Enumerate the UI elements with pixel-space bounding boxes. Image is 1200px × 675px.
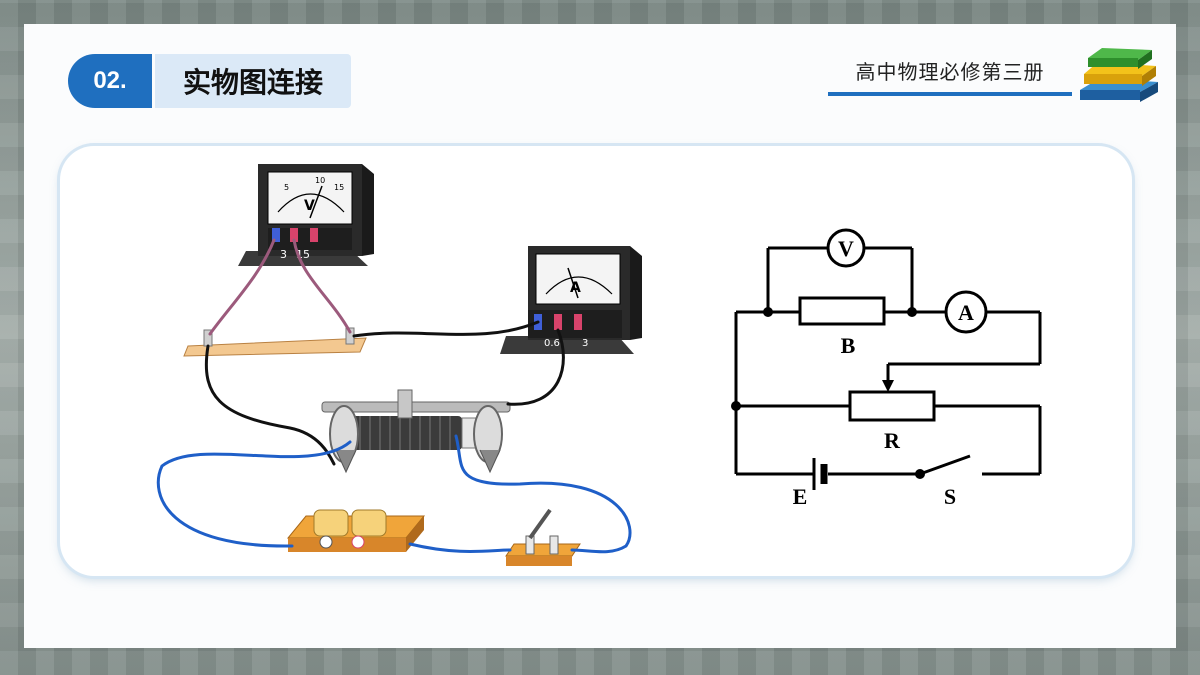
wire-voltmeter-to-resistor bbox=[292, 238, 352, 334]
voltmeter-scale-label: 15 bbox=[334, 183, 344, 192]
schematic-resistor-b bbox=[798, 296, 886, 326]
junction-dot bbox=[731, 401, 741, 411]
schematic-nodes bbox=[731, 307, 925, 479]
wire-resistor-to-rheostat bbox=[204, 344, 336, 466]
slider-arrow-head bbox=[882, 380, 894, 392]
rheostat-device bbox=[321, 389, 511, 474]
switch-pivot-dot bbox=[915, 469, 925, 479]
voltmeter-symbol: V bbox=[304, 198, 315, 214]
junction-dot bbox=[907, 307, 917, 317]
resistor-board bbox=[183, 327, 367, 357]
rheostat-slider bbox=[397, 389, 413, 419]
voltmeter-15v-terminal bbox=[310, 228, 318, 242]
label-rheostat: R bbox=[884, 428, 901, 453]
label-voltmeter: V bbox=[838, 236, 854, 261]
voltmeter-terminal-label: 3 bbox=[280, 248, 287, 261]
course-title: 高中物理必修第三册 bbox=[855, 60, 1045, 84]
switch-blade bbox=[919, 454, 971, 476]
voltmeter-device: 5 10 15 V 3 15 bbox=[238, 164, 374, 266]
ammeter-terminal-label: 0.6 bbox=[544, 338, 560, 349]
ammeter-symbol: A bbox=[570, 280, 581, 296]
ammeter-06-terminal bbox=[554, 314, 562, 330]
ammeter-device: A 0.6 3 bbox=[500, 246, 642, 354]
wire-resistor-to-ammeter bbox=[352, 320, 540, 338]
wire-rheostat-to-switch bbox=[454, 434, 632, 554]
schematic-rheostat bbox=[848, 390, 936, 422]
wire-battery-to-switch bbox=[408, 542, 512, 553]
voltmeter-scale-label: 10 bbox=[315, 176, 325, 185]
battery-holder bbox=[286, 509, 426, 552]
label-switch: S bbox=[944, 484, 956, 509]
ammeter-terminal-label: 3 bbox=[582, 338, 588, 349]
section-number: 02. bbox=[68, 54, 152, 108]
junction-dot bbox=[763, 307, 773, 317]
voltmeter-scale-label: 5 bbox=[284, 183, 289, 192]
diagram-canvas: 5 10 15 V 3 15 A bbox=[156, 164, 1042, 566]
wire-ammeter-to-rheostat bbox=[506, 328, 565, 406]
knife-switch bbox=[505, 508, 581, 566]
wire-voltmeter-to-resistor bbox=[208, 238, 276, 336]
label-ammeter: A bbox=[958, 300, 974, 325]
course-underline bbox=[828, 92, 1072, 96]
diagram-card: 5 10 15 V 3 15 A bbox=[60, 146, 1132, 576]
books-icon bbox=[1080, 48, 1158, 102]
voltmeter-neg-terminal bbox=[272, 228, 280, 242]
section-title: 实物图连接 bbox=[155, 54, 351, 108]
label-resistor: B bbox=[841, 333, 856, 358]
ammeter-3a-terminal bbox=[574, 314, 582, 330]
circuit-schematic bbox=[734, 228, 1042, 490]
wire-rheostat-to-battery bbox=[156, 440, 352, 548]
physical-apparatus: 5 10 15 V 3 15 A bbox=[156, 164, 642, 566]
voltmeter-3v-terminal bbox=[290, 228, 298, 242]
label-battery: E bbox=[793, 484, 808, 509]
schematic-labels: V A B R E S bbox=[793, 236, 974, 509]
